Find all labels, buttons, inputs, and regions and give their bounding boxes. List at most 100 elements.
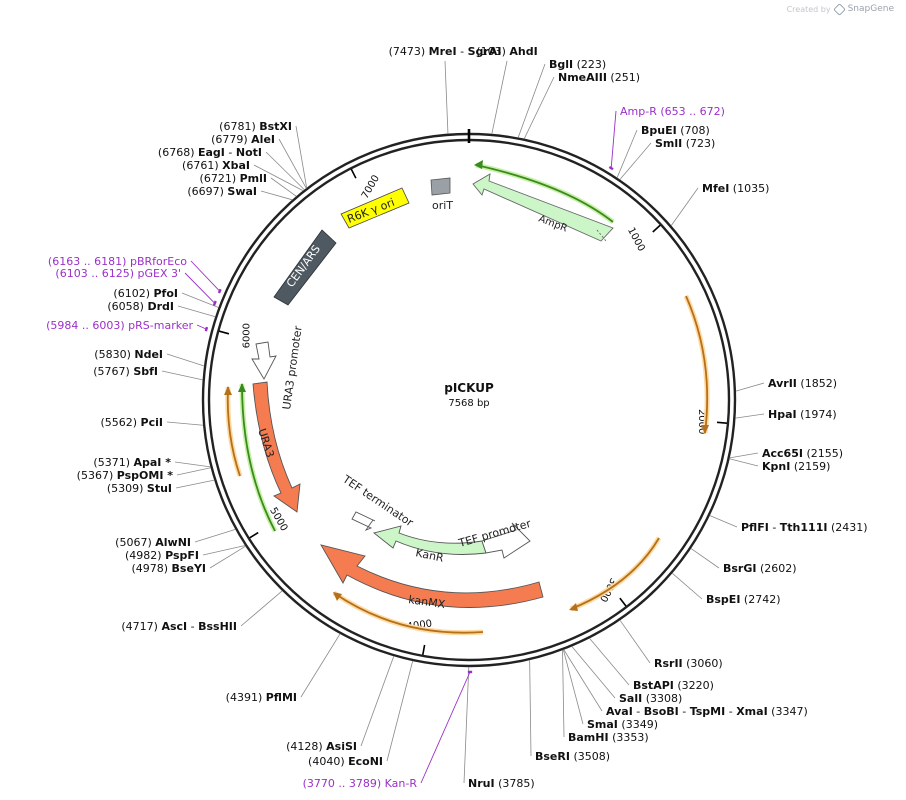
site-smli[interactable]: SmlI (723) [655,137,715,150]
site-leader [491,60,508,135]
site-asisi[interactable]: (4128) AsiSI [286,740,357,753]
orf-left-inner[interactable] [241,383,276,532]
primer-range: (5984 .. 6003) [46,319,125,332]
site-asci[interactable]: (4717) AscI - BssHII [121,620,237,633]
enzyme-name: PfoI [154,287,179,300]
site-avrii[interactable]: AvrII (1852) [768,377,837,390]
enzyme-name: AleI [251,133,275,146]
site-kpni[interactable]: KpnI (2159) [762,460,830,473]
site-bseyi[interactable]: (4978) BseYI [131,562,206,575]
site-position: (251) [610,71,640,84]
feature-cen-ars[interactable] [273,229,337,306]
enzyme-name: Acc65I [762,447,803,460]
feature-kanr[interactable] [373,525,487,555]
feature-ampr[interactable] [472,173,614,242]
site-alwni[interactable]: (5067) AlwNI [115,536,191,549]
primer-pbrforeco[interactable]: (6163 .. 6181) pBRforEco [48,255,222,294]
primer-kan-r[interactable]: (3770 .. 3789) Kan-R [303,670,473,790]
site-drdi[interactable]: (6058) DrdI [107,300,174,313]
site-label: BseRI (3508) [535,750,610,763]
feature-orit[interactable] [430,177,451,196]
feature-ura3[interactable] [252,381,301,513]
site-nrui[interactable]: NruI (3785) [468,777,535,790]
plasmid-length: 7568 bp [448,398,489,409]
site-leader [735,382,765,392]
site-stui[interactable]: (5309) StuI [107,482,172,495]
feature-kanmx[interactable] [320,544,544,608]
site-pfoi[interactable]: (6102) PfoI [113,287,178,300]
site-apai[interactable]: (5371) ApaI * [93,456,171,469]
tick-4000 [422,644,426,655]
feature-tef-promoter[interactable] [481,522,531,559]
primer-label: (5984 .. 6003) pRS-marker [46,319,193,332]
site-bamhi[interactable]: BamHI (3353) [568,731,649,744]
site-rsrii[interactable]: RsrII (3060) [654,657,723,670]
site-label: (6761) XbaI [182,159,250,172]
site-leader [444,60,449,134]
site-label: (4040) EcoNI [308,755,383,768]
site-bseri[interactable]: BseRI (3508) [535,750,610,763]
site-econi[interactable]: (4040) EcoNI [308,755,383,768]
enzyme-separator: - [457,45,468,58]
site-position: (6058) [107,300,144,313]
site-swai[interactable]: (6697) SwaI [187,185,257,198]
site-ahdi[interactable]: (103) AhdI [476,45,537,58]
site-pflfi[interactable]: PflFI - Tth111I (2431) [741,521,868,534]
enzyme-separator: - [725,705,736,718]
site-pspfi[interactable]: (4982) PspFI [125,549,199,562]
tick-1000 [652,224,661,233]
site-pmli[interactable]: (6721) PmlI [200,172,267,185]
site-xbai[interactable]: (6761) XbaI [182,159,250,172]
enzyme-name: EagI [198,146,225,159]
orf-left-outer[interactable] [226,386,241,477]
site-avai[interactable]: AvaI - BsoBI - TspMI - XmaI (3347) [606,705,808,718]
feature-r6k-ori[interactable] [340,187,410,229]
orf-bottom[interactable] [333,592,484,634]
site-bspei[interactable]: BspEI (2742) [706,593,781,606]
site-pcii[interactable]: (5562) PciI [100,416,163,429]
site-bstapi[interactable]: BstAPI (3220) [633,679,714,692]
site-bsrgi[interactable]: BsrGI (2602) [723,562,797,575]
site-ndei[interactable]: (5830) NdeI [94,348,163,361]
primer-leader [420,671,471,784]
primer-binding-mark [204,326,209,332]
site-sali[interactable]: SalI (3308) [619,692,682,705]
enzyme-name: PflFI [741,521,769,534]
enzyme-name: HpaI [768,408,797,421]
site-mrei[interactable]: (7473) MreI - SgrAI [389,45,502,58]
site-position: (6761) [182,159,219,172]
site-bgli[interactable]: BglI (223) [549,58,606,71]
site-alei[interactable]: (6779) AleI [211,133,275,146]
site-bpuei[interactable]: BpuEI (708) [641,124,710,137]
site-label: (5562) PciI [100,416,163,429]
site-label: SalI (3308) [619,692,682,705]
site-pspomi[interactable]: (5367) PspOMI * [77,469,174,482]
site-label: HpaI (1974) [768,408,837,421]
site-mfei[interactable]: MfeI (1035) [702,182,769,195]
enzyme-name: SmlI [655,137,682,150]
site-label: BstAPI (3220) [633,679,714,692]
enzyme-name: BssHII [198,620,237,633]
site-eagi[interactable]: (6768) EagI - NotI [158,146,262,159]
site-smai[interactable]: SmaI (3349) [587,718,658,731]
orf-lower-right[interactable] [570,537,660,610]
site-bstxi[interactable]: (6781) BstXI [219,120,292,133]
feature-tef-terminator[interactable] [351,511,376,531]
site-position: (3508) [573,750,610,763]
site-nmeaiii[interactable]: NmeAIII (251) [558,71,640,84]
site-acc65i[interactable]: Acc65I (2155) [762,447,843,460]
site-position: (708) [680,124,710,137]
site-pflmi[interactable]: (4391) PflMI [226,691,297,704]
primer-amp-r[interactable]: Amp-R (653 .. 672) [608,105,725,171]
primer-pgex-3[interactable]: (6103 .. 6125) pGEX 3' [55,267,217,307]
enzyme-name: XmaI [736,705,767,718]
orf-ampr[interactable] [475,164,614,223]
primer-leader [196,324,207,330]
site-label: KpnI (2159) [762,460,830,473]
site-hpai[interactable]: HpaI (1974) [768,408,837,421]
orf-right[interactable] [685,295,709,434]
feature-ura3-promoter[interactable] [251,341,277,380]
site-sbfi[interactable]: (5767) SbfI [93,365,158,378]
primer-prs-marker[interactable]: (5984 .. 6003) pRS-marker [46,319,209,332]
site-label: BamHI (3353) [568,731,649,744]
